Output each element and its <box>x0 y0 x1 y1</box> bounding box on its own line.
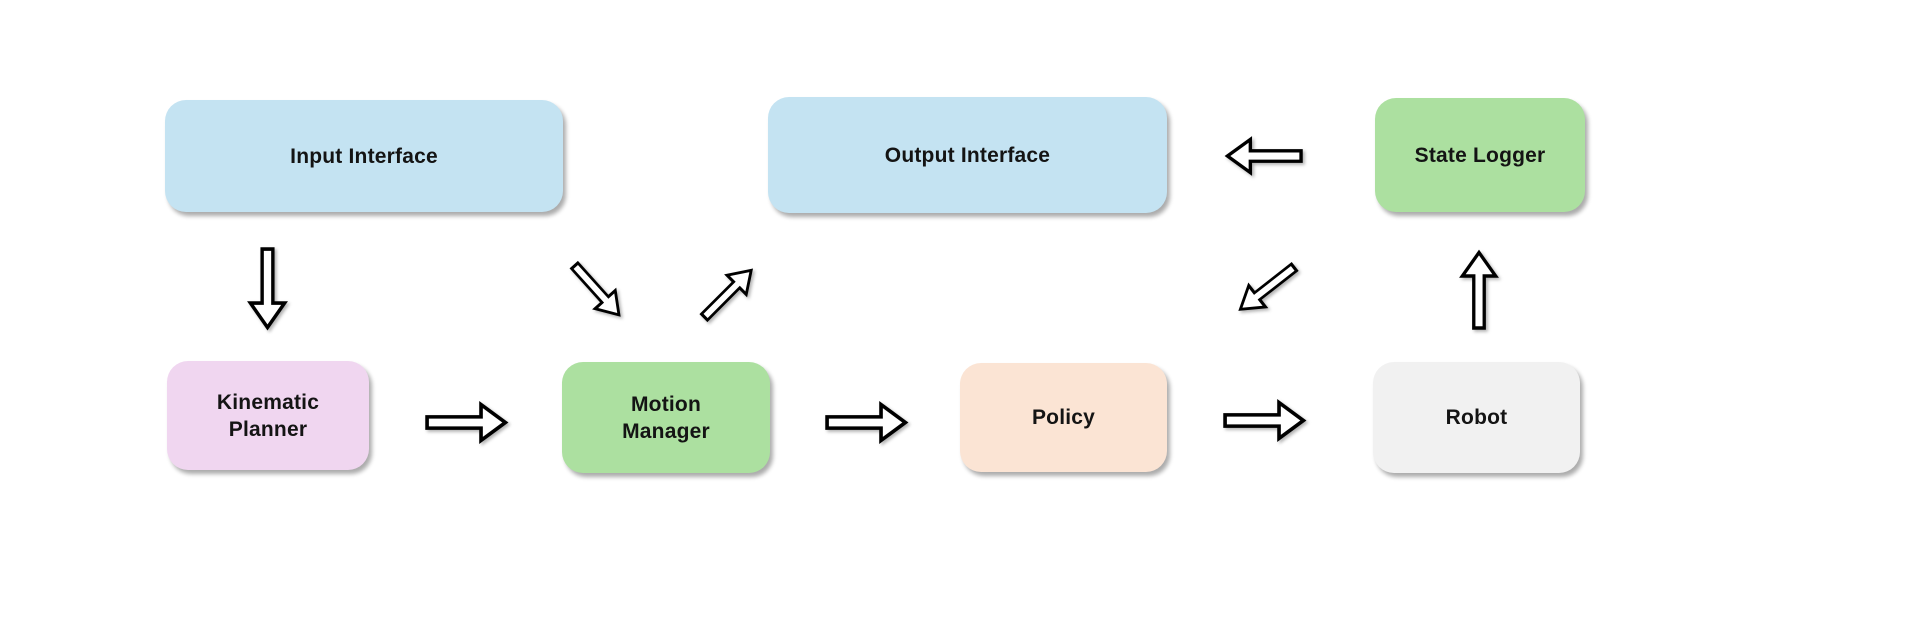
node-label-output-interface: Output Interface <box>884 143 1051 167</box>
node-label-motion-manager: Motion Manager <box>622 392 710 443</box>
node-label-input-interface: Input Interface <box>290 144 438 168</box>
node-label-kinematic-planner: Kinematic Planner <box>216 390 320 441</box>
arrow-input-interface-to-motion-manager <box>562 260 632 317</box>
node-input-interface: Input Interface <box>165 100 563 212</box>
node-robot: Robot <box>1373 362 1580 473</box>
arrow-policy-to-robot <box>1222 398 1306 442</box>
node-state-logger: State Logger <box>1375 98 1585 212</box>
arrow-kinematic-planner-to-motion-manager <box>424 400 508 444</box>
arrow-input-interface-to-kinematic-planner <box>226 246 309 330</box>
node-label-state-logger: State Logger <box>1414 143 1546 167</box>
node-output-interface: Output Interface <box>768 97 1167 213</box>
node-label-policy: Policy <box>1031 406 1096 429</box>
node-motion-manager: Motion Manager <box>562 362 770 473</box>
node-policy: Policy <box>960 363 1167 472</box>
arrow-robot-to-state-logger <box>1439 249 1519 330</box>
arrow-motion-manager-to-output-interface <box>693 267 763 322</box>
node-kinematic-planner: Kinematic Planner <box>167 361 369 470</box>
node-label-robot: Robot <box>1445 406 1508 429</box>
arrow-state-logger-to-output-interface <box>1224 136 1303 176</box>
arrow-motion-manager-to-policy <box>824 400 908 444</box>
arrow-state-logger-to-policy <box>1231 261 1303 311</box>
